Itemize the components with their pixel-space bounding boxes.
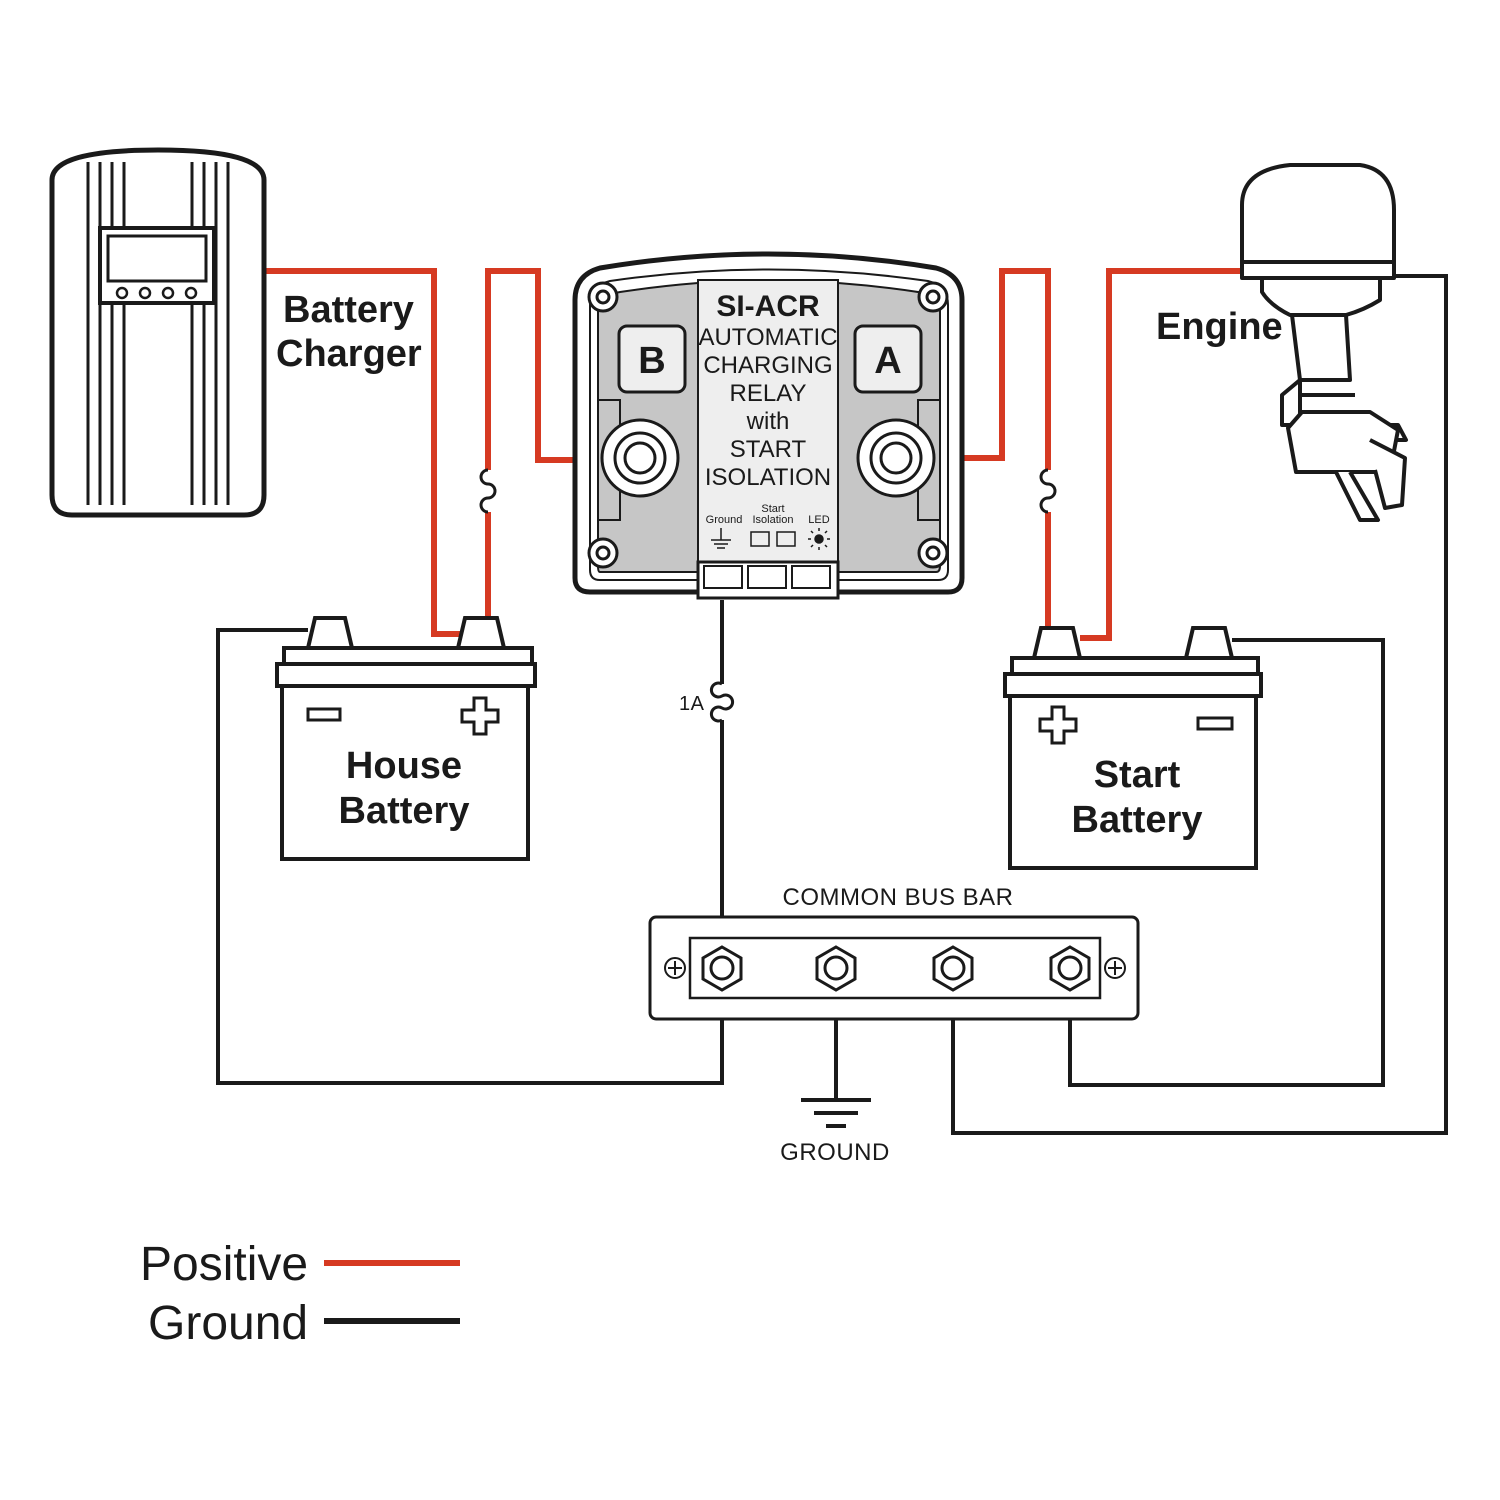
house-battery-label-line1: House	[346, 745, 462, 787]
start-minus-sign	[1196, 716, 1234, 731]
house-terminal-positive	[455, 616, 507, 650]
house-minus-sign	[306, 707, 342, 722]
fuse-icon	[1039, 468, 1057, 514]
relay-text-line1: AUTOMATIC	[698, 324, 837, 351]
fuse-icon	[479, 468, 497, 514]
relay	[572, 251, 965, 600]
relay-indicator-symbols	[711, 528, 830, 550]
terminal-b-stud	[600, 418, 680, 498]
fuse-house	[479, 468, 497, 514]
terminal-b-badge	[617, 324, 687, 394]
bus-bar-strip	[688, 936, 1102, 1000]
ground-symbol-icon	[801, 1098, 871, 1128]
common-bus-bar-label: COMMON BUS BAR	[782, 884, 1013, 911]
indicator-start-label-2: Isolation	[753, 514, 794, 526]
battery-charger-label-line1: Battery	[283, 289, 414, 331]
fuse-rating-label: 1A	[679, 693, 705, 715]
start-battery-ground-wire	[1068, 638, 1385, 1087]
house-battery-label-line2: Battery	[339, 790, 470, 832]
engine-ground-wire	[951, 274, 1448, 1135]
relay-text-line3: RELAY	[730, 380, 807, 407]
charger-screen	[106, 234, 208, 283]
fuse-start	[1039, 468, 1057, 514]
start-isolation-indicator-icon	[750, 531, 796, 547]
relay-text-line5: START	[730, 436, 807, 463]
relay-connector-pins	[703, 565, 831, 589]
ground-label: GROUND	[780, 1139, 890, 1166]
charger-buttons	[115, 286, 198, 300]
charger-ribs	[86, 162, 230, 505]
relay-title: SI-ACR	[716, 290, 820, 323]
fuse-icon	[709, 681, 735, 723]
indicator-led-label: LED	[808, 514, 829, 526]
start-terminal-negative	[1183, 626, 1235, 660]
battery-charger-label-line2: Charger	[276, 333, 422, 375]
led-icon	[808, 528, 830, 550]
relay-a-positive-wire-upper	[936, 268, 1051, 470]
relay-text-line4: with	[746, 408, 790, 435]
terminal-a-badge	[853, 324, 923, 394]
bus-bar-icon	[648, 915, 1140, 1021]
fuse-relay-ground	[709, 681, 735, 723]
indicator-start-label-1: Start	[761, 503, 784, 515]
charger-positive-wire	[263, 268, 463, 637]
engine	[1240, 163, 1408, 522]
bus-bar-terminals	[701, 945, 1091, 992]
relay-mount-holes	[587, 281, 949, 569]
battery-charger-icon	[49, 147, 267, 518]
terminal-a-stud	[856, 418, 936, 498]
relay-label-panel	[697, 279, 839, 563]
legend-ground-label: Ground	[148, 1297, 308, 1350]
relay-text-line2: CHARGING	[703, 352, 832, 379]
ground-indicator-icon	[711, 528, 731, 549]
bus-bar-screws	[664, 957, 1126, 979]
terminal-b-label: B	[638, 340, 665, 382]
house-terminal-negative	[305, 616, 355, 650]
start-terminal-positive	[1031, 626, 1083, 660]
positive-wires	[263, 268, 1244, 641]
engine-label: Engine	[1156, 306, 1283, 348]
battery-charger	[49, 147, 267, 518]
house-battery	[275, 616, 537, 861]
start-battery-label-line1: Start	[1094, 754, 1181, 796]
legend: Positive Ground	[140, 1238, 460, 1350]
house-battery-ground-wire	[216, 628, 724, 1085]
engine-positive-wire	[1080, 268, 1244, 641]
start-battery-label-line2: Battery	[1072, 799, 1203, 841]
legend-positive-label: Positive	[140, 1238, 308, 1291]
relay-text-line6: ISOLATION	[705, 464, 831, 491]
outboard-engine-icon	[1240, 163, 1408, 522]
start-plus-sign	[1038, 705, 1078, 745]
terminal-a-label: A	[874, 340, 901, 382]
start-battery	[1003, 626, 1263, 870]
indicator-ground-label: Ground	[706, 514, 743, 526]
house-plus-sign	[460, 696, 500, 736]
relay-b-positive-wire-upper	[485, 268, 608, 470]
